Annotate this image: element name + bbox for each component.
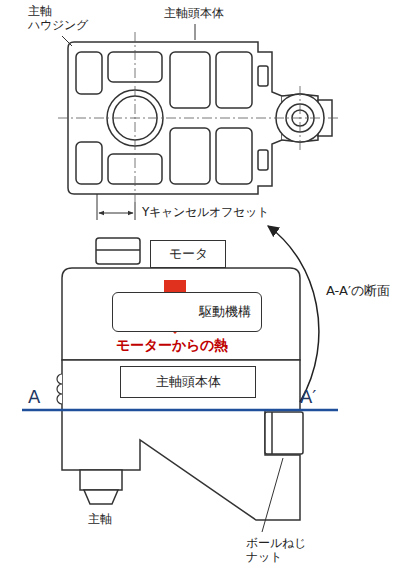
side-view <box>62 238 303 520</box>
mechanism-box: 駆動機構 <box>112 292 262 332</box>
section-line <box>22 409 338 412</box>
section-mark: A <box>28 386 40 408</box>
spindle-head-box: 主軸頭本体 <box>120 366 256 398</box>
node-text: 駆動機構 <box>199 305 251 320</box>
section-mark: A′ <box>300 386 316 408</box>
node-text: モータ <box>169 247 208 262</box>
node-text: 主軸頭本体 <box>156 375 221 390</box>
heat-label: モーターからの熱 <box>116 337 228 354</box>
dimension-label: Yキャンセルオフセット <box>142 205 269 219</box>
part-label: ボールねじ ナット <box>246 536 316 565</box>
part-label: 主軸 ハウジング <box>28 4 95 33</box>
section-label: A-A′の断面 <box>326 283 390 299</box>
dimension-line <box>62 24 195 220</box>
part-label: 主軸頭本体 <box>164 6 224 20</box>
section-arrow <box>268 226 319 402</box>
motor-box: モータ <box>150 240 226 268</box>
part-label: 主軸 <box>88 512 112 526</box>
leader-line <box>262 458 283 532</box>
